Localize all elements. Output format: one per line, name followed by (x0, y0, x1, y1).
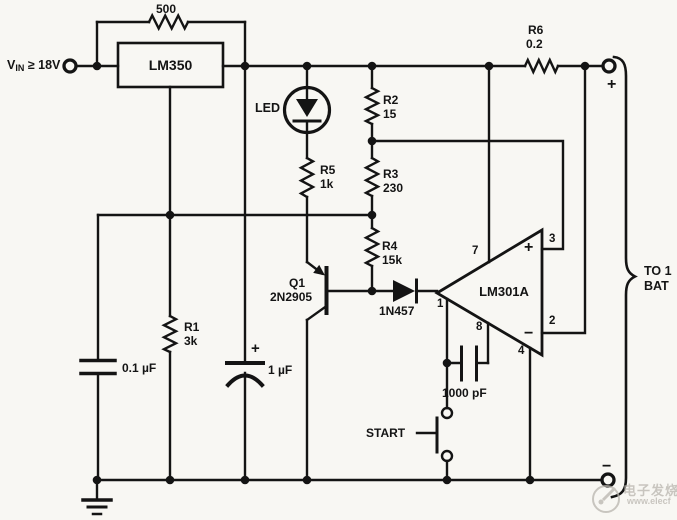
r1-ref: R1 (184, 320, 200, 334)
resistor-r5-icon (298, 156, 316, 264)
r3-value: 230 (383, 181, 404, 195)
pin-2: 2 (549, 315, 556, 327)
diode-part: 1N457 (379, 304, 415, 318)
watermark-text-cn: 电子发烧 (623, 483, 677, 498)
led-label: LED (255, 101, 280, 115)
pin-3: 3 (549, 233, 556, 245)
watermark-text-url: www.elecf (627, 496, 671, 506)
pin-4: 4 (518, 345, 525, 357)
r3-ref: R3 (383, 167, 399, 181)
q1-part: 2N2905 (270, 290, 313, 304)
resistor-r1-icon (161, 213, 179, 482)
resistor-500-value: 500 (156, 2, 177, 16)
output-label-line2: BAT (644, 279, 669, 293)
pin-7: 7 (472, 245, 479, 257)
led-icon (282, 64, 332, 160)
pin-8: 8 (476, 321, 483, 333)
start-label: START (366, 426, 406, 440)
resistor-r4-icon (363, 226, 381, 293)
opamp-plus-input: + (524, 239, 534, 256)
transistor-q1-icon (305, 260, 395, 482)
q1-ref: Q1 (289, 276, 306, 290)
r5-ref: R5 (320, 163, 336, 177)
r4-ref: R4 (382, 239, 398, 253)
watermark: 电子发烧 www.elecf (587, 466, 677, 518)
negative-terminal-sign: − (602, 458, 612, 475)
r6-value: 0.2 (526, 37, 543, 51)
r4-value: 15k (382, 253, 403, 267)
vin-label: VIN ≥ 18V (7, 58, 61, 73)
positive-terminal-sign: + (607, 76, 617, 93)
c3-value: 1000 pF (442, 386, 487, 400)
positive-terminal (601, 58, 617, 74)
diode-1n457-icon (393, 278, 439, 304)
vin-terminal (62, 58, 78, 74)
watermark-logo-icon (592, 485, 620, 513)
opamp-minus-input: − (524, 325, 534, 342)
start-switch-icon (415, 406, 454, 482)
opamp-triangle (370, 64, 587, 482)
r1-value: 3k (184, 334, 198, 348)
battery-brace (610, 55, 638, 499)
regulator-label: LM350 (148, 57, 193, 73)
terminal-circles (62, 58, 617, 488)
resistor-r6-icon (523, 57, 560, 75)
c2-value: 1 µF (268, 363, 293, 377)
c2-polarity: + (251, 340, 260, 357)
capacitor-c2-icon (225, 64, 265, 482)
capacitor-c1-icon (79, 213, 117, 482)
opamp-name: LM301A (479, 284, 529, 299)
c1-value: 0.1 µF (122, 361, 157, 375)
r5-value: 1k (320, 177, 334, 191)
r2-ref: R2 (383, 93, 399, 107)
capacitor-c3-icon (445, 345, 490, 382)
junction-dots (92, 61, 590, 485)
output-label-line1: TO 1 (644, 264, 672, 278)
r6-ref: R6 (528, 23, 544, 37)
wire-input (75, 20, 247, 68)
pin-1: 1 (437, 298, 444, 310)
resistor-500-icon (147, 12, 190, 32)
r2-value: 15 (383, 107, 397, 121)
ground-icon (81, 478, 113, 516)
